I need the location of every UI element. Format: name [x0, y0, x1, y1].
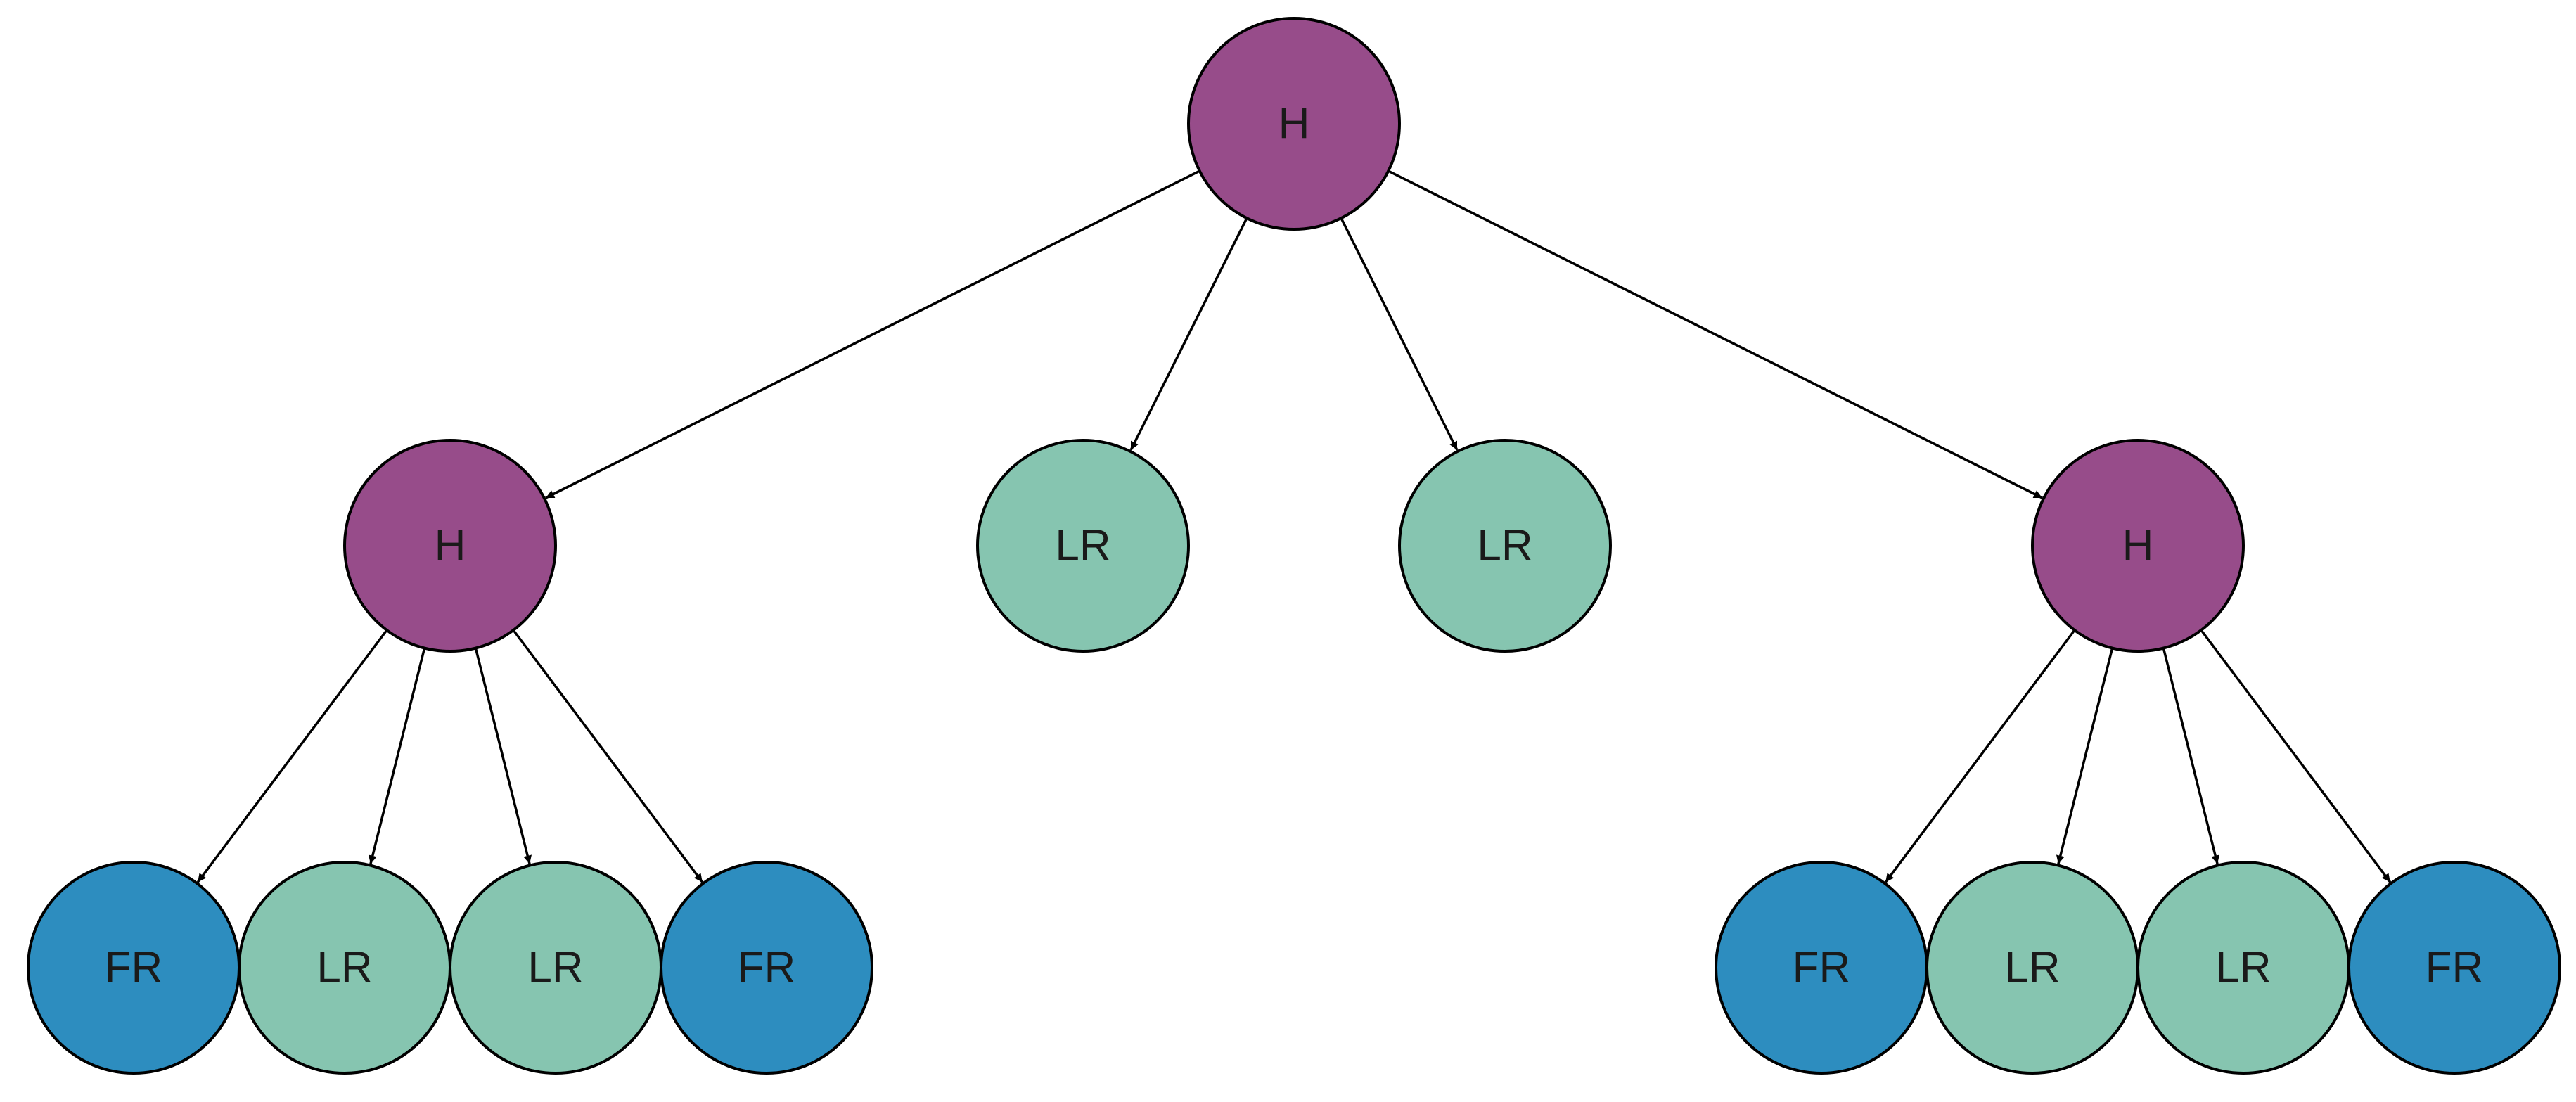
edge-line — [368, 648, 426, 864]
node-mid-lr-1: LR — [976, 439, 1190, 653]
edge-arrow-root-to-mid-lr-1 — [1129, 217, 1248, 451]
node-label: LR — [1055, 522, 1110, 570]
node-circle — [2031, 439, 2245, 653]
edge-line — [1340, 217, 1459, 451]
node-left-fr-2: FR — [660, 861, 873, 1075]
node-label: FR — [1793, 944, 1851, 992]
node-label: FR — [2426, 944, 2484, 992]
edge-line — [1388, 169, 2043, 499]
edge-arrow-left-h-to-left-fr-2 — [512, 629, 704, 883]
node-circle — [1398, 439, 1612, 653]
node-circle — [1187, 17, 1401, 231]
nodes: H H LR LR H FR LR LR FR FR LR LR FR — [27, 17, 2561, 1075]
node-left-lr-2: LR — [449, 861, 662, 1075]
node-right-h: H — [2031, 439, 2245, 653]
node-label: LR — [527, 944, 583, 992]
edge-line — [474, 648, 532, 864]
node-label: LR — [2004, 944, 2060, 992]
edge-arrow-root-to-left-h — [545, 169, 1200, 499]
node-label: LR — [316, 944, 372, 992]
edge-arrow-right-h-to-right-fr-2 — [2200, 629, 2392, 883]
node-right-lr-2: LR — [2136, 861, 2350, 1075]
edge-line — [545, 169, 1200, 499]
node-root: H — [1187, 17, 1401, 231]
node-right-fr-1: FR — [1715, 861, 1928, 1075]
edge-arrow-right-h-to-right-fr-1 — [1884, 629, 2076, 883]
edge-line — [1884, 629, 2076, 883]
node-left-lr-1: LR — [238, 861, 451, 1075]
edge-line — [1129, 217, 1248, 451]
node-label: H — [2122, 522, 2154, 570]
edge-line — [2200, 629, 2392, 883]
edge-arrow-left-h-to-left-lr-1 — [368, 648, 426, 864]
node-circle — [660, 861, 873, 1075]
edge-arrow-left-h-to-left-fr-1 — [196, 629, 388, 883]
node-label: FR — [105, 944, 163, 992]
node-label: LR — [2215, 944, 2271, 992]
node-right-fr-2: FR — [2347, 861, 2561, 1075]
node-label: H — [1279, 100, 1310, 148]
node-circle — [343, 439, 557, 653]
edge-arrow-root-to-right-h — [1388, 169, 2043, 499]
edge-line — [512, 629, 704, 883]
node-circle — [2347, 861, 2561, 1075]
edge-arrow-right-h-to-right-lr-1 — [2056, 648, 2114, 864]
node-label: FR — [738, 944, 796, 992]
edges — [196, 169, 2392, 883]
edge-line — [2162, 648, 2220, 864]
edge-arrow-root-to-mid-lr-2 — [1340, 217, 1459, 451]
node-left-fr-1: FR — [27, 861, 241, 1075]
node-label: LR — [1477, 522, 1532, 570]
edge-line — [196, 629, 388, 883]
edge-line — [2056, 648, 2114, 864]
edge-arrow-right-h-to-right-lr-2 — [2162, 648, 2220, 864]
node-circle — [976, 439, 1190, 653]
node-right-lr-1: LR — [1925, 861, 2139, 1075]
node-label: H — [435, 522, 466, 570]
node-left-h: H — [343, 439, 557, 653]
node-mid-lr-2: LR — [1398, 439, 1612, 653]
edge-arrow-left-h-to-left-lr-2 — [474, 648, 532, 864]
